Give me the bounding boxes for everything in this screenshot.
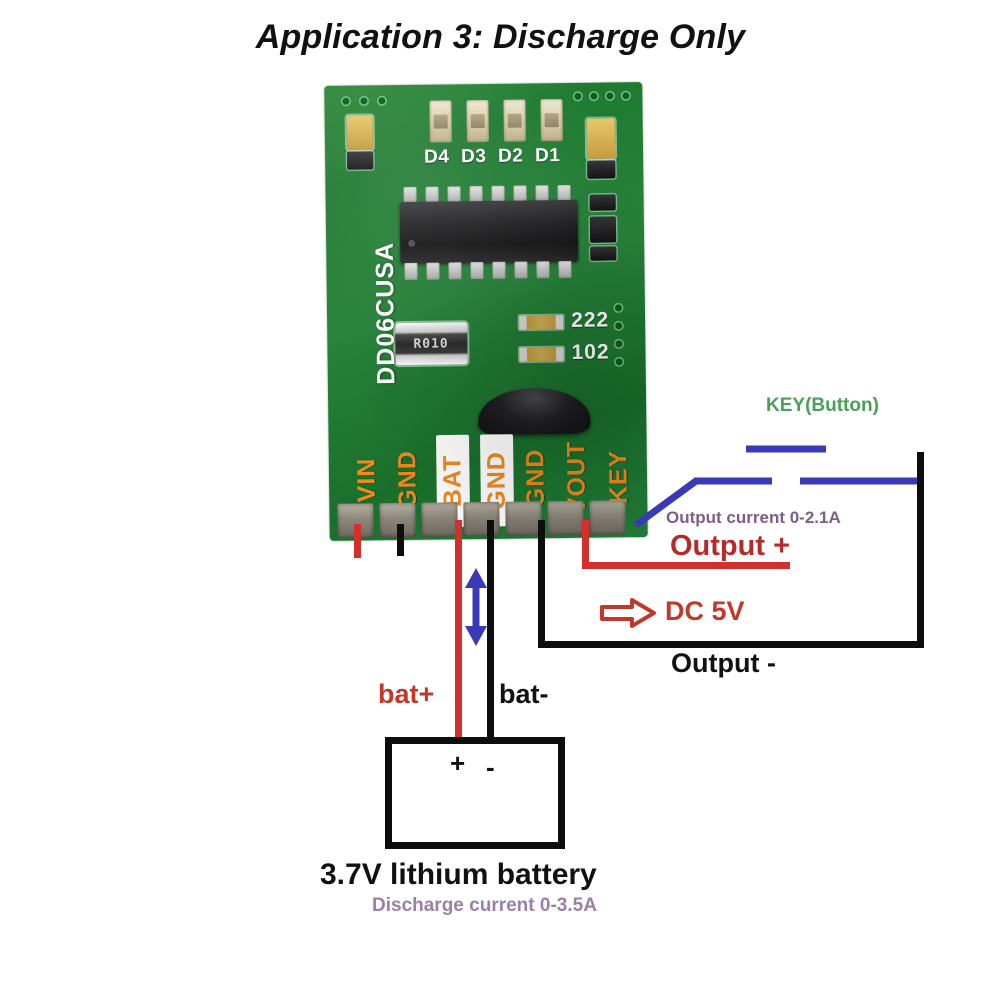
output-plus-label: Output + bbox=[670, 530, 791, 562]
led-d4 bbox=[429, 100, 452, 143]
pcb-board: D4 D3 D2 D1 R010 2 bbox=[324, 82, 648, 541]
wire-output-minus-horizontal bbox=[538, 641, 924, 648]
led-label-d1: D1 bbox=[534, 145, 561, 167]
wire-stub-gnd1 bbox=[397, 524, 404, 556]
output-current-label: Output current 0-2.1A bbox=[666, 508, 841, 527]
connector-pad-gnd2[interactable] bbox=[463, 501, 500, 537]
led-label-d4: D4 bbox=[423, 146, 450, 168]
via-hole bbox=[615, 322, 623, 330]
ic-pin-bottom bbox=[492, 261, 506, 279]
smd-right-1 bbox=[587, 160, 616, 179]
sense-resistor-label: R010 bbox=[413, 336, 449, 352]
ic-pin-bottom bbox=[470, 262, 484, 280]
discharge-current-label: Discharge current 0-3.5A bbox=[372, 895, 597, 916]
ic-pin-bottom bbox=[536, 261, 550, 279]
led-d2 bbox=[503, 99, 526, 142]
via-hole bbox=[615, 358, 623, 366]
ic-pin-bottom bbox=[558, 260, 572, 279]
ic-pin-bottom bbox=[514, 261, 528, 279]
bidirectional-current-arrow bbox=[465, 568, 487, 646]
board-part-number: DD06CUSA bbox=[370, 241, 401, 385]
battery-name-label: 3.7V lithium battery bbox=[320, 858, 597, 891]
wire-key-diagonal bbox=[633, 478, 699, 528]
wire-stub-vin bbox=[354, 524, 361, 558]
via-hole bbox=[622, 92, 630, 100]
smd-left bbox=[347, 151, 374, 170]
capacitor-left bbox=[346, 115, 374, 150]
wire-bat-minus bbox=[487, 520, 494, 742]
dc-5v-arrow-icon bbox=[600, 598, 656, 628]
silk-value-222: 222 bbox=[570, 308, 610, 332]
led-d3 bbox=[466, 99, 489, 143]
resistor-102 bbox=[519, 347, 564, 362]
ic-pin-bottom bbox=[404, 262, 418, 280]
inductor bbox=[477, 387, 591, 436]
bat-plus-label: bat+ bbox=[378, 679, 435, 709]
wire-output-plus-horizontal bbox=[582, 562, 790, 569]
smd-right-2 bbox=[589, 194, 616, 211]
via-hole bbox=[342, 97, 350, 105]
capacitor-right bbox=[586, 118, 616, 159]
wire-bat-plus bbox=[455, 520, 462, 742]
ic-chip bbox=[399, 199, 579, 265]
connector-pad-vout[interactable] bbox=[547, 500, 584, 536]
ic-pin-bottom bbox=[448, 262, 462, 280]
via-hole bbox=[606, 92, 614, 100]
led-label-d2: D2 bbox=[497, 145, 524, 167]
via-hole bbox=[574, 92, 582, 100]
wire-output-minus-vertical bbox=[538, 520, 545, 648]
smd-right-4 bbox=[590, 246, 617, 261]
battery-plus-terminal: + bbox=[450, 748, 466, 778]
via-hole bbox=[378, 97, 386, 105]
battery-minus-terminal: - bbox=[486, 752, 495, 782]
resistor-222 bbox=[519, 315, 564, 330]
bat-minus-label: bat- bbox=[499, 679, 549, 709]
ic-pin-bottom bbox=[426, 262, 440, 280]
dc-5v-label: DC 5V bbox=[665, 596, 745, 626]
wire-right-vertical bbox=[917, 452, 924, 648]
page-title: Application 3: Discharge Only bbox=[255, 18, 746, 56]
key-wire-group bbox=[633, 445, 920, 528]
battery-symbol bbox=[385, 737, 565, 849]
connector-pad-gnd3[interactable] bbox=[505, 501, 542, 536]
via-hole bbox=[360, 97, 368, 105]
wire-output-plus-vertical bbox=[582, 520, 589, 568]
output-minus-label: Output - bbox=[671, 648, 776, 678]
led-label-d3: D3 bbox=[460, 145, 487, 168]
via-hole bbox=[615, 340, 623, 348]
smd-right-3 bbox=[589, 216, 617, 243]
led-d1 bbox=[540, 99, 563, 142]
key-button-label: KEY(Button) bbox=[766, 395, 879, 416]
via-hole bbox=[590, 92, 598, 100]
silk-value-102: 102 bbox=[571, 340, 610, 364]
connector-pad-bat[interactable] bbox=[421, 502, 458, 537]
via-hole bbox=[614, 304, 623, 312]
